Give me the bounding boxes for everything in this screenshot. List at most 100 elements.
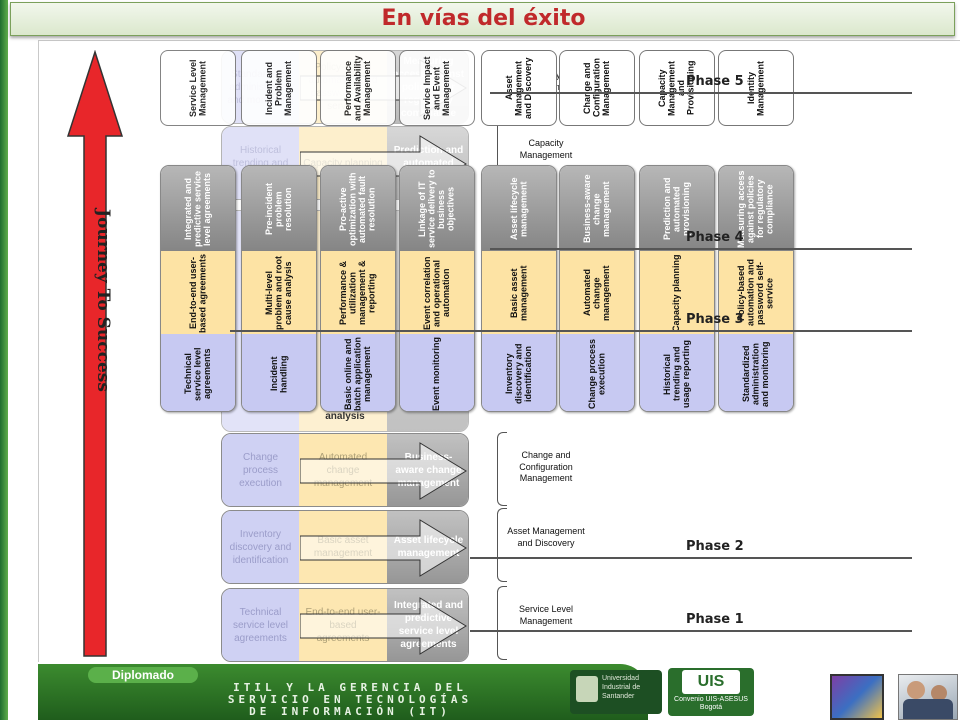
right-label: Capacity Management [519,138,573,160]
right-label: Change and Configuration Management [519,450,573,484]
column-bottom-segment: Historical trending and usage reporting [640,334,714,411]
analysis-text: analysis [325,411,365,422]
column-top-text: Pre-incident problem resolution [263,182,293,235]
phase-line [490,248,912,250]
phase-label: Phase 5 [686,74,744,89]
column-mid-text: End-to-end user-based agreements [187,252,207,333]
column-bottom-text: Inventory discovery and identification [503,343,533,404]
column-mid-text: Basic asset management [508,264,528,321]
title-bar: En vías del éxito [10,2,955,36]
banner-text: ITIL Y LA GERENCIA DEL SERVICIO EN TECNO… [120,682,580,718]
bg-row-left: Inventory discovery and identification [222,511,299,583]
journey-label: Journey To Success [93,208,113,392]
column-top-text: Business-aware change management [581,174,611,243]
column-bottom-segment: Technical service level agreements [161,334,235,411]
capability-column: Linkage of IT service delivery to busine… [399,165,475,412]
right-brace [497,586,507,660]
footer: Diplomado ITIL Y LA GERENCIA DEL SERVICI… [38,664,960,720]
column-bottom-text: Change process execution [586,338,606,409]
column-top-segment: Prediction and automated provisioning [640,166,714,251]
right-brace [497,432,507,506]
row-arrow-icon [300,597,467,655]
column-top-text: Linkage of IT service delivery to busine… [417,169,456,248]
column-header-text: Incident and Problem Management [263,60,293,116]
column-header: Change and Configuration Management [559,50,635,126]
column-bottom-text: Event monitoring [431,336,442,411]
banner-tag: Diplomado [88,667,198,683]
right-label: Service Level Management [518,604,574,626]
column-header: Service Level Management [160,50,236,126]
column-bottom-segment: Standardized administration and monitori… [719,334,793,411]
capability-column: Measuring access against policies for re… [718,165,794,412]
journey-arrow-icon [66,50,124,657]
right-label: Asset Management and Discovery [507,526,585,548]
banner-line-2: SERVICIO EN TECNOLOGÍAS [227,693,473,706]
column-header: Performance and Availability Management [320,50,396,126]
column-mid-segment: Basic asset management [482,251,556,334]
column-bottom-segment: Change process execution [560,334,634,411]
column-header: Identity Management [718,50,794,126]
column-mid-text: Automated change management [581,264,611,321]
column-mid-text: Capacity planning [671,253,682,332]
phase-label: Phase 2 [686,539,744,554]
page-title: En vías del éxito [381,6,586,31]
phase-label: Phase 1 [686,612,744,627]
column-bottom-segment: Basic online and batch application manag… [321,334,395,411]
column-header-text: Service Level Management [187,59,207,117]
phase-line [230,330,912,332]
phase-line [470,557,912,559]
column-mid-segment: Event correlation and operational automa… [400,251,474,334]
bg-row-left: Technical service level agreements [222,589,299,661]
column-header-text: Change and Configuration Management [581,58,611,118]
column-mid-segment: End-to-end user-based agreements [161,251,235,334]
column-mid-segment: Capacity planning [640,251,714,334]
column-top-segment: Measuring access against policies for re… [719,166,793,251]
capability-column: Pro-active optimization with automated f… [320,165,396,412]
column-top-segment: Pro-active optimization with automated f… [321,166,395,251]
row-arrow-icon [300,442,467,500]
column-top-segment: Linkage of IT service delivery to busine… [400,166,474,251]
column-header-text: Service Impact and Event Management [421,56,451,120]
column-header-text: Performance and Availability Management [342,55,372,121]
column-top-text: Asset lifecycle management [508,177,528,240]
bg-row-left-text: Inventory discovery and identification [229,528,292,566]
column-header: Capacity Management and Provisioning [639,50,715,126]
column-top-text: Pro-active optimization with automated f… [338,171,377,246]
content-frame [38,40,960,662]
column-header: Incident and Problem Management [241,50,317,126]
bg-row-left-text: Technical service level agreements [232,606,289,644]
column-mid-segment: Policy-based automation and password sel… [719,251,793,334]
uni-shield-icon [576,676,598,702]
column-top-segment: Integrated and predictive service level … [161,166,235,251]
column-top-segment: Pre-incident problem resolution [242,166,316,251]
column-bottom-text: Basic online and batch application manag… [342,336,372,411]
column-mid-segment: Performance & utilization management & r… [321,251,395,334]
right-brace [497,508,507,582]
collage-image [830,674,884,720]
column-header: Asset Management and Discovery [481,50,557,126]
column-mid-segment: Multi-level problem and root cause analy… [242,251,316,334]
column-mid-text: Multi-level problem and root cause analy… [263,255,293,330]
column-mid-text: Event correlation and operational automa… [421,255,451,330]
bg-row-left: Change process execution [222,434,299,506]
convenio-badge: UIS Convenio UIS-ASESUS Bogotá [668,668,754,716]
column-header: Service Impact and Event Management [399,50,475,126]
column-bottom-segment: Inventory discovery and identification [482,334,556,411]
column-mid-segment: Automated change management [560,251,634,334]
row-arrow-icon [300,519,467,577]
column-bottom-text: Incident handling [268,354,288,393]
uis-logo: UIS [682,670,740,694]
uni-name: Universidad Industrial de Santander [602,675,641,700]
convenio-text: Convenio UIS-ASESUS Bogotá [674,696,748,711]
column-top-segment: Business-aware change management [560,166,634,251]
column-bottom-segment: Event monitoring [400,334,474,411]
column-top-text: Integrated and predictive service level … [182,170,212,247]
phase-label: Phase 3 [686,312,744,327]
column-top-segment: Asset lifecycle management [482,166,556,251]
column-bottom-segment: Incident handling [242,334,316,411]
people-photo [898,674,958,720]
capability-column: Integrated and predictive service level … [160,165,236,412]
